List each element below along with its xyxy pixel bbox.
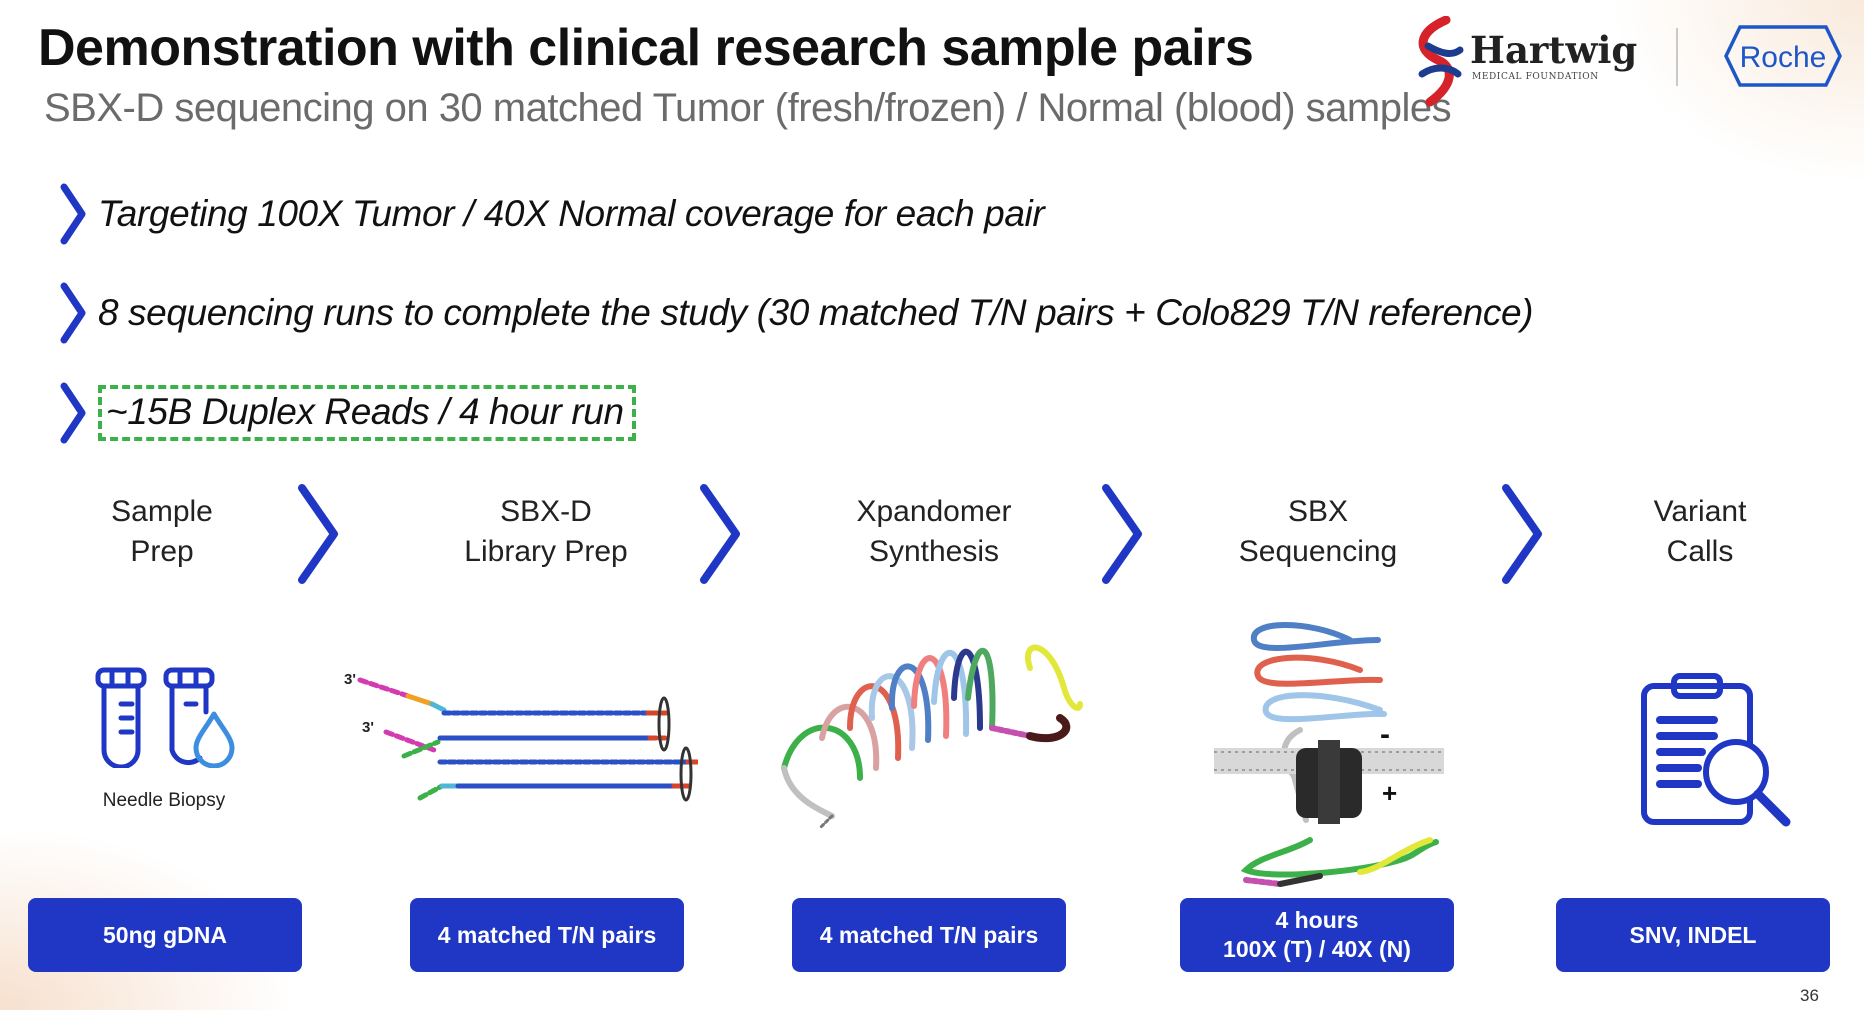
step-title-line: Prep [130, 535, 194, 568]
step-title-library-prep: SBX-D Library Prep [416, 492, 676, 572]
step-title-line: Xpandomer [856, 495, 1012, 528]
logo-divider [1676, 28, 1678, 86]
step-arrow-icon [700, 484, 740, 584]
step-arrow-icon [1102, 484, 1142, 584]
step-title-line: Sequencing [1238, 535, 1398, 568]
slide-subtitle: SBX-D sequencing on 30 matched Tumor (fr… [44, 86, 1452, 130]
clipboard-search-icon [1641, 673, 1791, 827]
step-title-variant-calls: Variant Calls [1570, 492, 1830, 572]
membrane-minus-sign: - [1380, 718, 1390, 751]
pill-text: 100X (T) / 40X (N) [1223, 936, 1411, 962]
step-title-line: Variant [1653, 495, 1747, 528]
roche-logo: Roche [1724, 24, 1842, 88]
xpandomer-illustration [781, 644, 1083, 830]
step-title-line: SBX-D [500, 495, 592, 528]
chevron-right-icon [60, 282, 86, 344]
hartwig-subtitle: MEDICAL FOUNDATION [1472, 72, 1599, 82]
pill-text: SNV, INDEL [1629, 921, 1757, 948]
hartwig-logo: Hartwig MEDICAL FOUNDATION [1408, 16, 1638, 107]
page-number: 36 [1800, 986, 1819, 1005]
step-title-sample-prep: Sample Prep [32, 492, 292, 572]
step-title-line: Sample [111, 495, 213, 528]
xpandomer-pill: 4 matched T/N pairs [792, 898, 1066, 972]
step-arrow-icon [1502, 484, 1542, 584]
bullet-text: 8 sequencing runs to complete the study … [98, 292, 1534, 333]
step-title-line: SBX [1287, 495, 1349, 528]
bullet-coverage: Targeting 100X Tumor / 40X Normal covera… [58, 183, 1045, 245]
three-prime-label: 3' [344, 671, 356, 688]
membrane-plus-sign: + [1382, 778, 1397, 808]
test-tubes-icon [95, 667, 235, 768]
step-title-line: Calls [1666, 535, 1734, 568]
bullet-text: Targeting 100X Tumor / 40X Normal covera… [98, 193, 1045, 234]
needle-biopsy-label: Needle Biopsy [102, 790, 226, 811]
library-prep-illustration: 3' 3' [344, 671, 698, 802]
step-title-sbx-sequencing: SBX Sequencing [1188, 492, 1448, 572]
sample-prep-pill: 50ng gDNA [28, 898, 302, 972]
step-arrow-icon [298, 484, 338, 584]
hartwig-name: Hartwig [1470, 28, 1638, 72]
step-title-line: Synthesis [868, 535, 1000, 568]
three-prime-label: 3' [362, 719, 374, 736]
chevron-right-icon [60, 183, 86, 245]
sequencing-pill: 4 hours 100X (T) / 40X (N) [1180, 898, 1454, 972]
highlighted-bullet-text: ~15B Duplex Reads / 4 hour run [98, 385, 636, 441]
library-prep-pill: 4 matched T/N pairs [410, 898, 684, 972]
pill-text: 4 matched T/N pairs [437, 921, 657, 948]
chevron-right-icon [60, 382, 86, 444]
pill-text: 4 hours [1275, 907, 1359, 933]
step-title-xpandomer-synthesis: Xpandomer Synthesis [804, 492, 1064, 572]
bullet-reads: ~15B Duplex Reads / 4 hour run [58, 382, 636, 444]
variant-calls-pill: SNV, INDEL [1556, 898, 1830, 972]
hartwig-helix-icon [1418, 16, 1464, 107]
roche-name: Roche [1740, 41, 1827, 74]
roche-hexagon-icon: Roche [1724, 25, 1842, 87]
bullet-runs: 8 sequencing runs to complete the study … [58, 282, 1534, 344]
sbx-sequencing-illustration: - + [1214, 622, 1444, 887]
pill-text: 50ng gDNA [103, 921, 227, 948]
slide-title: Demonstration with clinical research sam… [38, 19, 1254, 77]
step-title-line: Library Prep [464, 535, 628, 568]
pill-text: 4 matched T/N pairs [819, 921, 1039, 948]
